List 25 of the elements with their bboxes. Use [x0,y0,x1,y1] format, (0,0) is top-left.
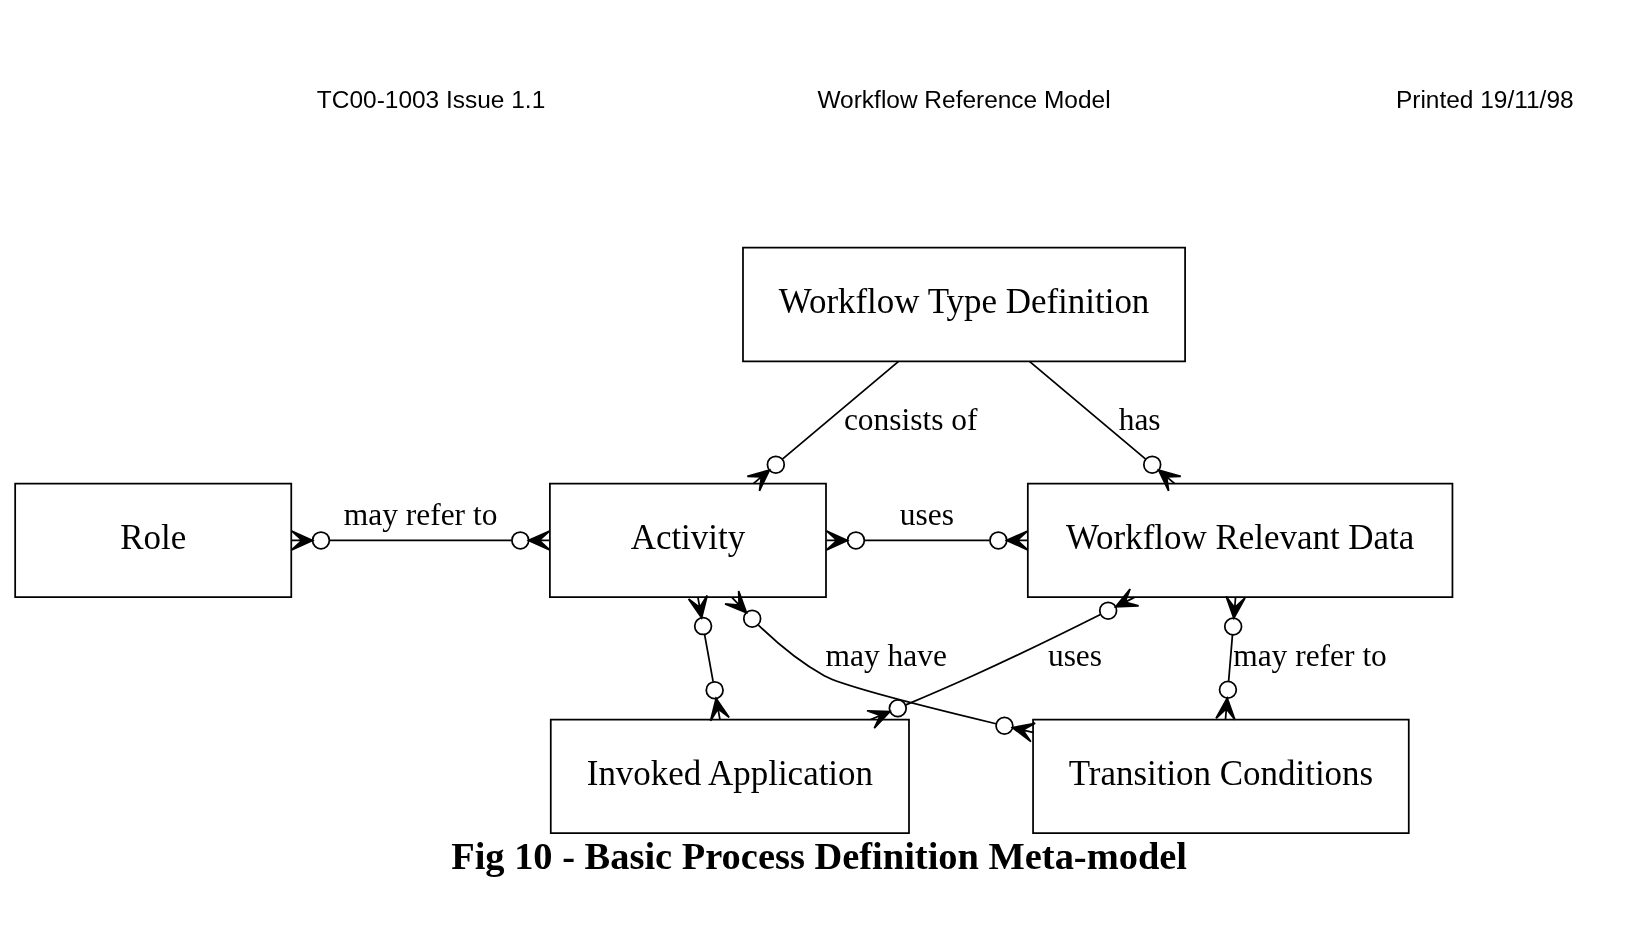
edge-label: has [1118,402,1161,438]
connector [687,594,731,722]
connector [290,530,551,551]
node-box: Workflow Type Definition [742,246,1186,363]
label: Workflow Reference Model [817,86,1111,114]
connector [1028,360,1182,492]
node-box: Transition Conditions [1032,718,1410,834]
label: Printed 19/11/98 [1395,86,1574,114]
connector [825,530,1029,551]
node-box: Workflow Relevant Data [1026,482,1454,599]
node-box: Role [14,482,293,599]
label: TC00-1003 Issue 1.1 [316,86,546,114]
connector [724,590,1037,743]
connector [1215,595,1246,721]
edge-label: consists of [843,402,978,438]
edge-label: may refer to [343,497,498,533]
edge-label: may refer to [1233,638,1387,674]
connector [746,360,900,492]
caption: Fig 10 - Basic Process Definition Meta-model [451,835,1188,878]
node-box: Invoked Application [549,718,910,834]
connector [866,588,1140,730]
node-box: Activity [549,482,827,599]
edge-label: uses [899,497,954,533]
edge-label: may have [825,638,947,674]
edge-label: uses [1047,638,1103,674]
